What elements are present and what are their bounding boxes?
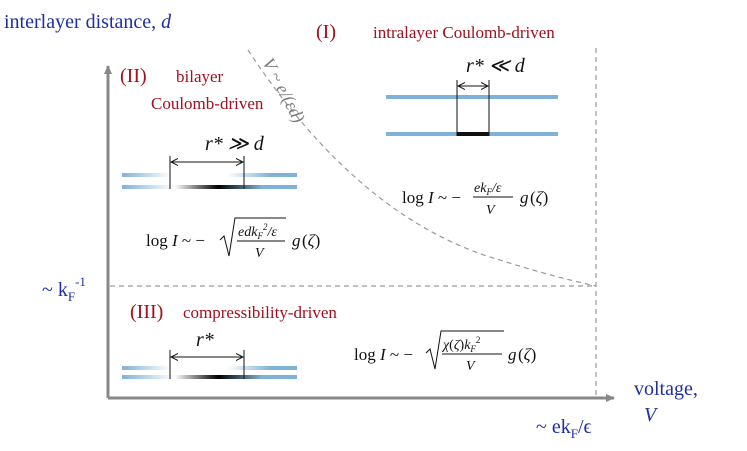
region-iii-tag: (III) <box>130 301 163 323</box>
region-ii-formula: log I ~ − edkF2/ε V g (ζ) <box>146 217 320 261</box>
x-tick-label: ~ ekF/ϵ <box>536 416 592 441</box>
region-ii-bilayer-schematic <box>122 156 297 189</box>
y-tick-label: ~ kF-1 <box>42 274 86 304</box>
region-ii-scale-label: r* ≫ d <box>205 133 265 155</box>
svg-text:(ζ): (ζ) <box>302 231 320 250</box>
region-i-formula: log I ~ − ekF/ε V g (ζ) <box>402 181 548 218</box>
region-ii-tag: (II) <box>120 65 147 87</box>
svg-text:g: g <box>520 188 529 207</box>
svg-text:χ(ζ)kF2: χ(ζ)kF2 <box>441 335 480 354</box>
svg-text:ekF/ε: ekF/ε <box>474 181 502 197</box>
svg-text:edkF2/ε: edkF2/ε <box>238 222 277 241</box>
region-iii-formula: log I ~ − χ(ζ)kF2 V g (ζ) <box>354 330 536 374</box>
region-i-tag: (I) <box>316 21 336 43</box>
svg-text:(ζ): (ζ) <box>518 345 536 364</box>
boundary-label: V ~ e/(εd) <box>258 54 310 126</box>
svg-text:log I ~ −: log I ~ − <box>354 345 413 364</box>
svg-text:g: g <box>292 231 301 250</box>
region-i-bilayer-schematic <box>386 80 558 136</box>
boundary-curve <box>247 49 597 287</box>
svg-text:V: V <box>466 359 476 374</box>
svg-text:(ζ): (ζ) <box>530 188 548 207</box>
region-ii-title-line1: bilayer <box>176 67 224 86</box>
svg-text:V: V <box>486 203 496 218</box>
region-iii-scale-label: r* <box>196 329 214 351</box>
svg-text:log I ~ −: log I ~ − <box>402 188 461 207</box>
svg-text:g: g <box>508 345 517 364</box>
y-axis-label: interlayer distance, d <box>4 11 172 33</box>
region-iii-bilayer-schematic <box>122 350 297 379</box>
region-i-title: intralayer Coulomb-driven <box>373 23 555 42</box>
svg-text:log I ~ −: log I ~ − <box>146 231 205 250</box>
svg-text:V: V <box>255 246 265 261</box>
region-i-scale-label: r* ≪ d <box>466 55 526 77</box>
region-ii-title-line2: Coulomb-driven <box>151 94 264 113</box>
region-iii-title: compressibility-driven <box>183 303 337 322</box>
x-axis-label: voltage, V <box>634 378 703 426</box>
